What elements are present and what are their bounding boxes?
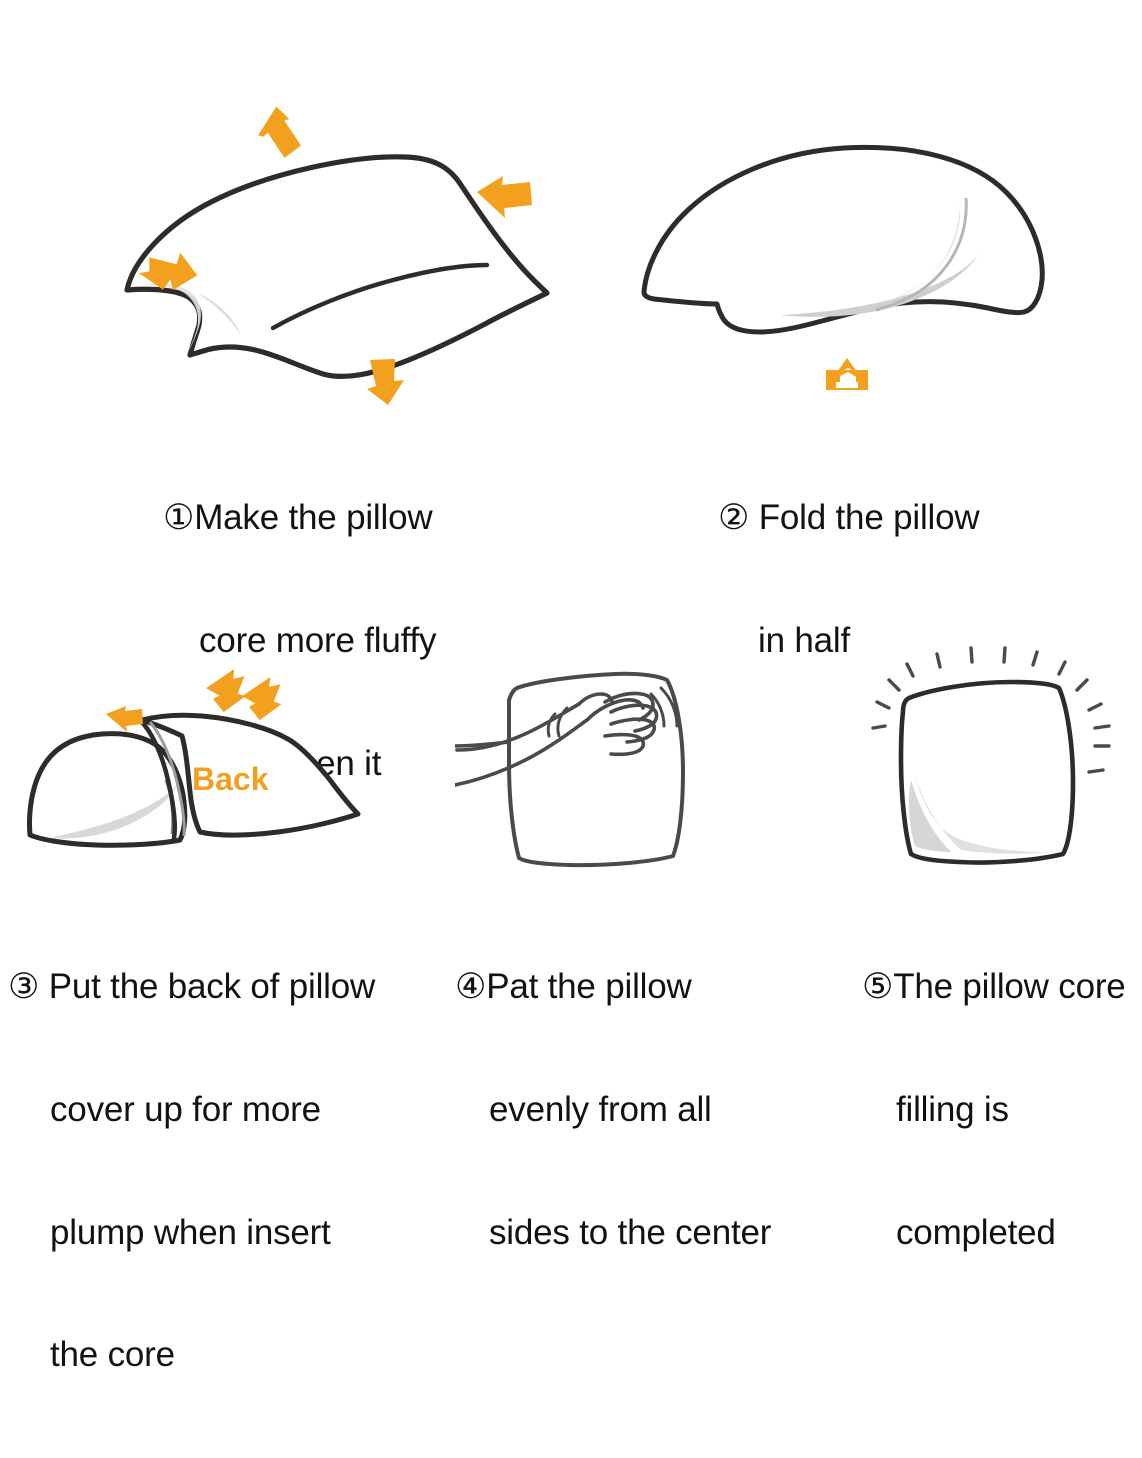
step-3-illustration: Back [10, 650, 410, 885]
step-4-number: ④ [455, 966, 487, 1007]
step-5-number: ⑤ [862, 966, 894, 1007]
back-label: Back [192, 761, 269, 797]
arrow-up-right-1-icon [206, 668, 246, 713]
step-4-illustration [455, 650, 755, 885]
step-3-line-2: cover up for more [50, 1089, 321, 1129]
step-1-number: ① [163, 497, 195, 538]
step-2-line-1: Fold the pillow [758, 497, 980, 537]
step-3-line-1: Put the back of pillow [48, 966, 376, 1006]
step-5-line-1: The pillow core [893, 966, 1126, 1006]
step-4-line-2: evenly from all [489, 1089, 712, 1129]
step-5-illustration [845, 640, 1142, 885]
step-2-number: ② [718, 497, 750, 538]
arrow-down-icon [367, 359, 404, 405]
arrow-right-small-icon [106, 706, 143, 732]
arrow-up-left-icon [258, 106, 301, 158]
step-2-line-2: in half [758, 620, 850, 660]
arrow-up-right-2-icon [242, 676, 282, 721]
step-3-line-3: plump when insert [50, 1212, 331, 1252]
step-3-line-4: the core [50, 1335, 175, 1375]
arrow-up-icon [826, 358, 868, 390]
step-1-line-2: core more fluffy [199, 620, 437, 660]
arrow-left-icon [138, 252, 198, 290]
step-1-illustration [105, 85, 565, 405]
step-2-illustration [630, 120, 1070, 405]
step-5-line-2: filling is [896, 1089, 1009, 1129]
step-3-caption: ③ Put the back of pillow cover up for mo… [8, 885, 375, 1458]
step-3-number: ③ [8, 966, 40, 1007]
step-1-line-1: Make the pillow [194, 497, 433, 537]
step-4-caption: ④Pat the pillow evenly from all sides to… [455, 885, 771, 1335]
step-5-line-3: completed [896, 1212, 1056, 1252]
step-2-caption: ② Fold the pillow in half [718, 416, 980, 744]
sparkle-lines [871, 646, 1111, 774]
arrow-right-icon [477, 176, 532, 218]
step-4-line-3: sides to the center [489, 1212, 772, 1252]
step-5-caption: ⑤The pillow core filling is completed [862, 885, 1126, 1335]
step-4-line-1: Pat the pillow [486, 966, 692, 1006]
instruction-sheet: ①Make the pillow core more fluffy after … [8, 85, 1142, 1375]
